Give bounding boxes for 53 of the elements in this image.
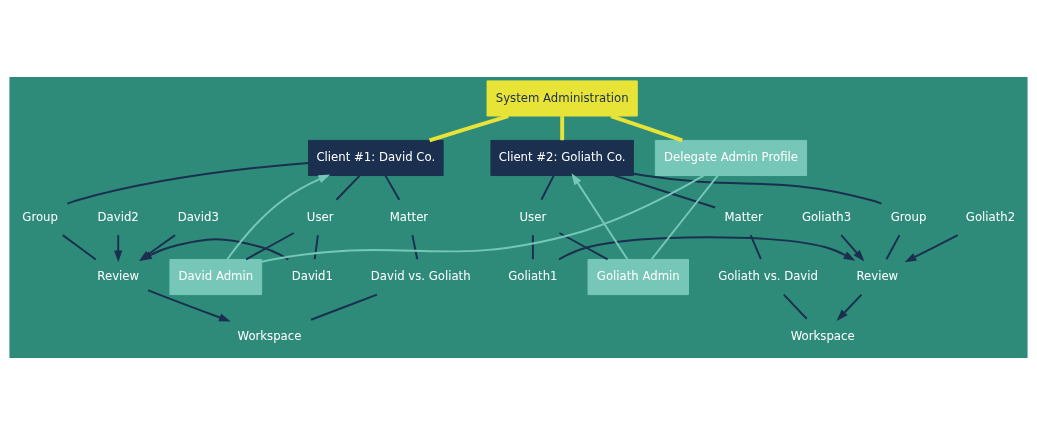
arrow [558, 236, 856, 261]
connector [531, 234, 534, 261]
node-box: Delegate Admin Profile [654, 139, 808, 177]
arrow [904, 234, 959, 263]
node-text: Group [22, 209, 58, 224]
connector [310, 293, 378, 321]
connector [429, 114, 509, 143]
node-text: User [306, 209, 334, 224]
connector [885, 234, 901, 261]
connector [260, 174, 705, 263]
arrow [226, 174, 331, 261]
connector [245, 232, 295, 261]
node-text: Workspace [237, 328, 302, 343]
node-text: Workspace [790, 328, 855, 343]
node-text: User [519, 209, 547, 224]
connector [61, 234, 97, 261]
node-text: Group [890, 209, 927, 224]
arrow [571, 173, 629, 261]
node-box: David Admin [169, 258, 263, 296]
connector [610, 114, 683, 143]
connector [782, 293, 808, 320]
connector [384, 174, 401, 201]
node-text: Review [856, 269, 899, 284]
node-box: Client #2: Goliath Co. [490, 139, 634, 177]
connector [749, 234, 762, 261]
node-text: Goliath1 [508, 269, 558, 284]
node-text: David3 [177, 209, 219, 224]
node-text: Matter [389, 209, 429, 224]
node-text: Matter [724, 209, 763, 224]
node-text: Goliath vs. David [718, 269, 818, 284]
connector [558, 232, 609, 261]
arrow [840, 234, 865, 262]
arrow [836, 293, 863, 321]
connector [66, 162, 310, 205]
connector [613, 174, 717, 209]
connector [540, 174, 555, 201]
connector [560, 116, 565, 141]
arrow [114, 234, 123, 263]
node-text: David2 [97, 209, 139, 224]
arrow [147, 289, 231, 322]
connector [632, 172, 883, 205]
node-box: Goliath Admin [587, 258, 689, 296]
node-text: Goliath3 [801, 209, 852, 224]
node-text: Review [97, 269, 140, 284]
connector [650, 174, 719, 261]
node-text: David1 [291, 269, 333, 284]
connector [335, 174, 361, 201]
node-box: Client #1: David Co. [308, 139, 444, 177]
connector [411, 234, 419, 261]
node-text: David vs. Goliath [370, 269, 471, 284]
connector [313, 234, 319, 261]
node-box: System Administration [486, 80, 638, 117]
node-text: Goliath2 [965, 209, 1016, 224]
